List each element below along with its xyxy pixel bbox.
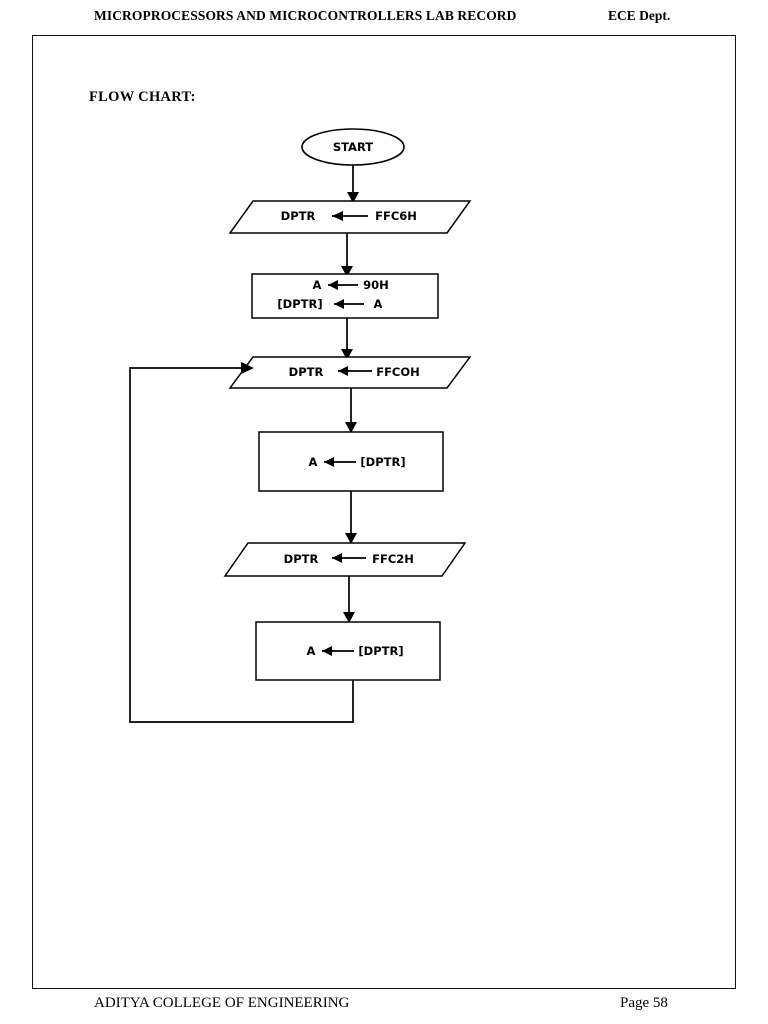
- page-title: FLOW CHART:: [89, 89, 196, 105]
- footer-page-number: Page 58: [620, 995, 668, 1011]
- page-footer: ADITYA COLLEGE OF ENGINEERING Page 58: [0, 989, 768, 1024]
- header-department: ECE Dept.: [608, 8, 671, 23]
- page-header: MICROPROCESSORS AND MICROCONTROLLERS LAB…: [0, 0, 768, 30]
- header-title: MICROPROCESSORS AND MICROCONTROLLERS LAB…: [94, 8, 517, 23]
- page-content-border: [32, 35, 736, 989]
- footer-institution: ADITYA COLLEGE OF ENGINEERING: [94, 995, 350, 1011]
